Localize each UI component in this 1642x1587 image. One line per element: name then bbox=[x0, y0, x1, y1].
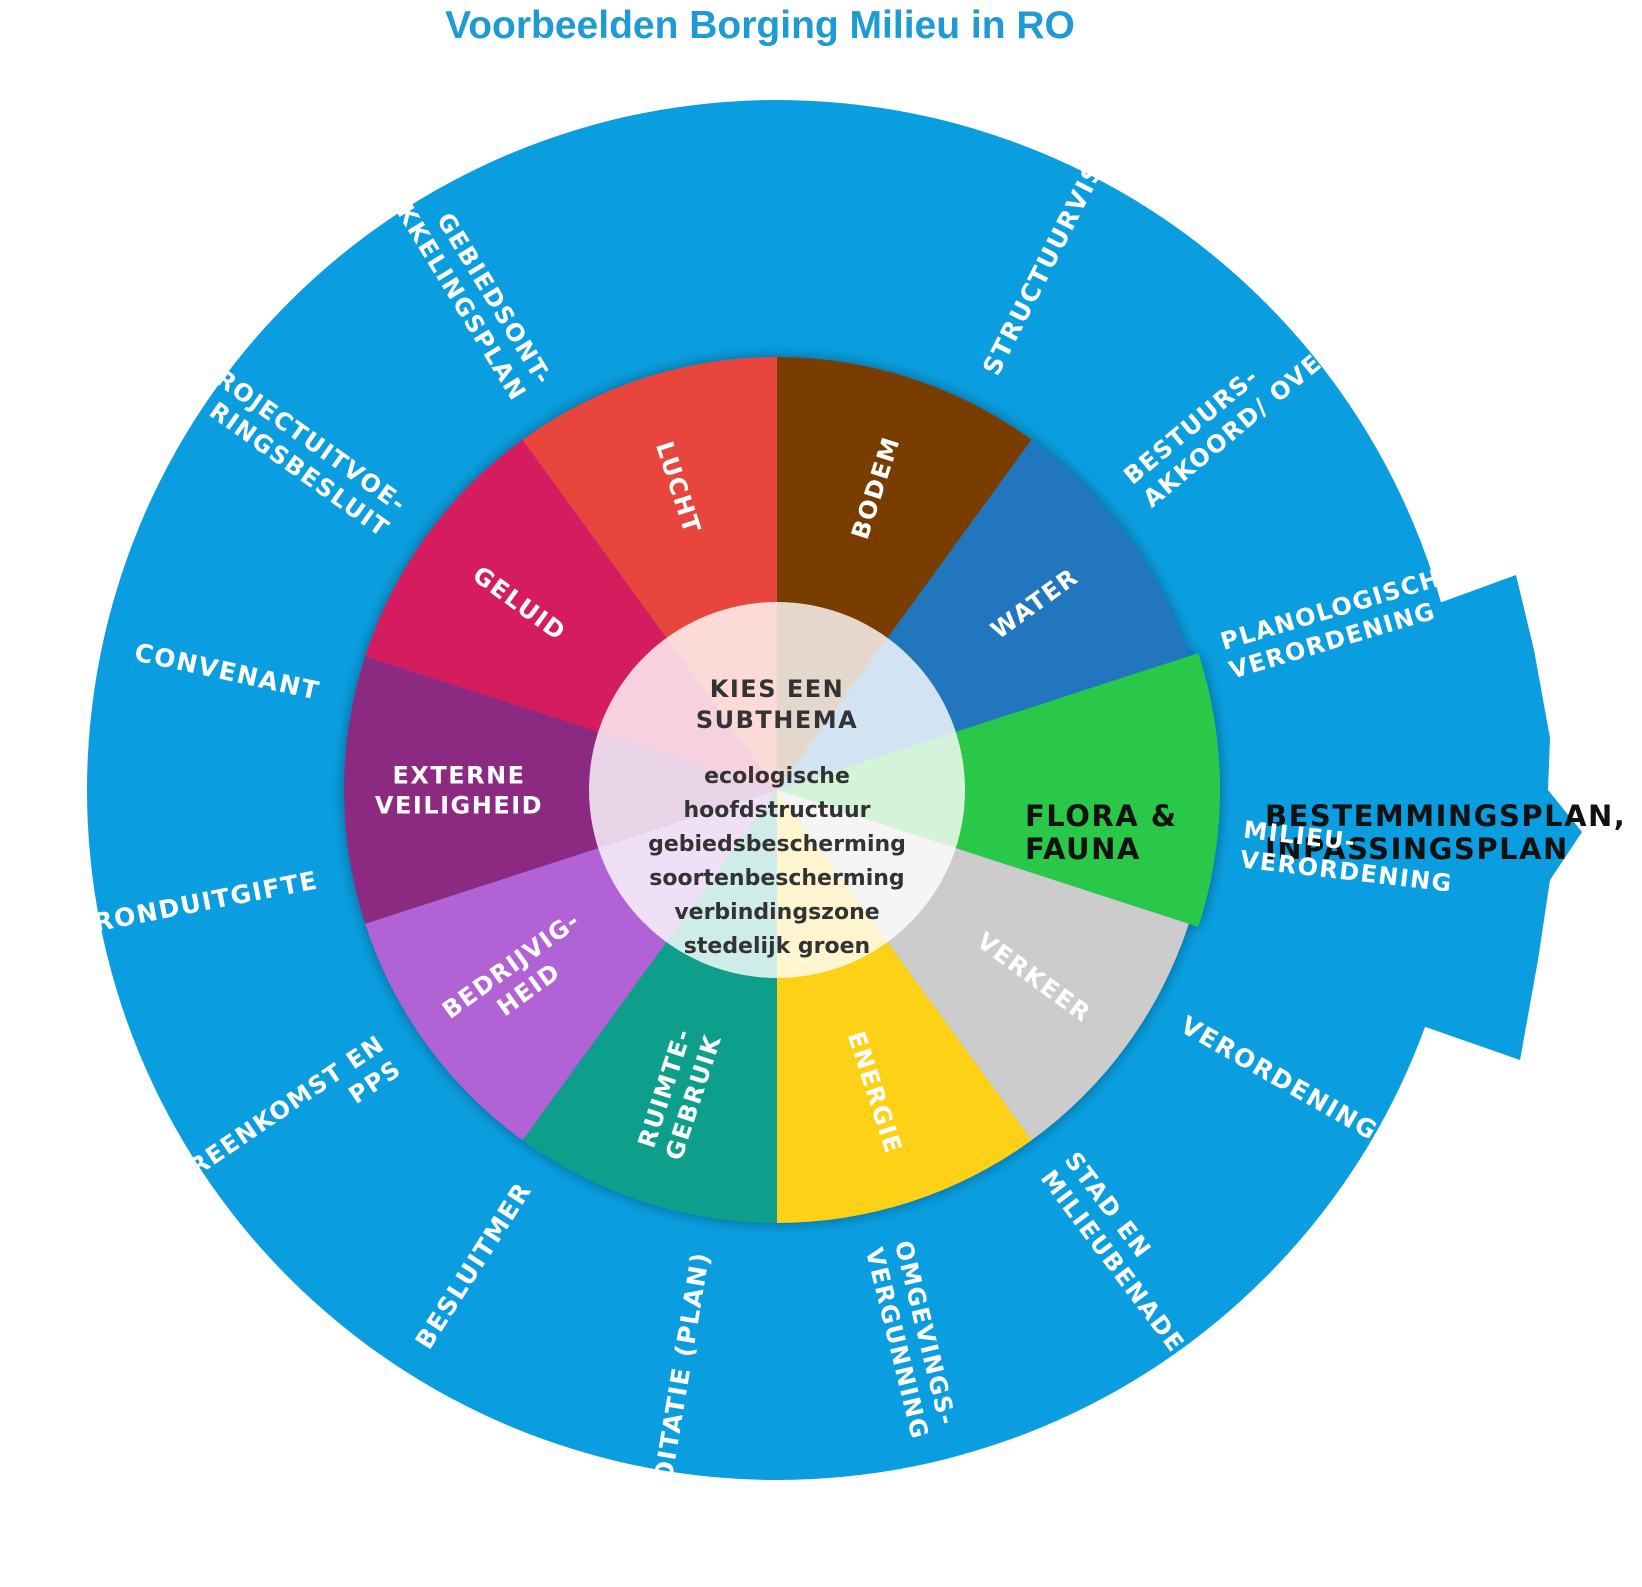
subtheme-item[interactable]: ecologische bbox=[704, 764, 850, 789]
page-title: Voorbeelden Borging Milieu in RO bbox=[445, 4, 1075, 47]
subtheme-item[interactable]: soortenbescherming bbox=[649, 866, 904, 891]
subtheme-item[interactable]: stedelijk groen bbox=[684, 934, 870, 959]
theme-segment-flora-fauna[interactable] bbox=[777, 653, 1220, 927]
selected-instrument-wedge[interactable] bbox=[1105, 575, 1582, 1060]
subtheme-item[interactable]: gebiedsbescherming bbox=[648, 832, 906, 857]
subtheme-item[interactable]: hoofdstructuur bbox=[683, 798, 870, 823]
center-disc bbox=[589, 602, 965, 978]
theme-segment-externe-veiligheid[interactable] bbox=[344, 656, 777, 924]
subtheme-item[interactable]: verbindingszone bbox=[674, 900, 879, 925]
instrument-bestemmingsplan-selected[interactable]: BESTEMMINGSPLAN,INPASSINGSPLAN bbox=[1265, 799, 1626, 866]
theme-label-flora-fauna-selected[interactable]: FLORA &FAUNA bbox=[1025, 799, 1178, 866]
